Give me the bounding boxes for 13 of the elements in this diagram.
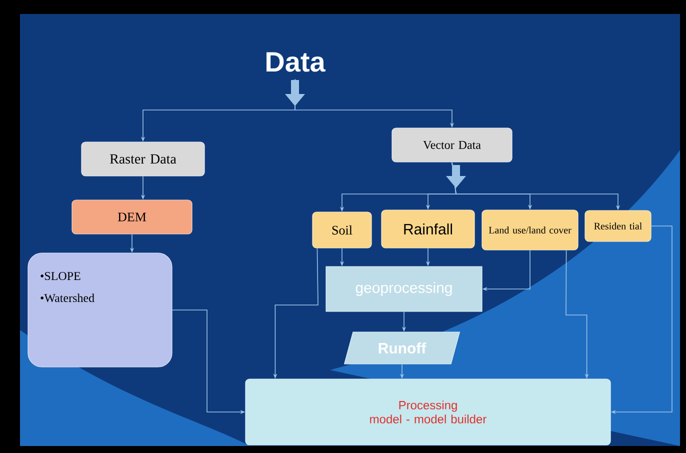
- process-box: Raster Data: [81, 142, 205, 176]
- input-box: Residen tial: [584, 210, 652, 242]
- list-box: •SLOPE •Watershed: [28, 252, 172, 368]
- block-arrow: [446, 165, 466, 188]
- title-text: Data: [266, 52, 326, 72]
- process-box: geoprocessing: [326, 266, 482, 312]
- input-box: Land use/land cover: [482, 210, 578, 250]
- input-box: Soil: [312, 212, 372, 248]
- input-box: Rainfall: [381, 210, 475, 248]
- output-box: Processing model - model builder: [245, 378, 611, 446]
- process-box: Vector Data: [392, 128, 512, 162]
- process-box: DEM: [72, 200, 192, 234]
- block-arrow: [285, 80, 305, 106]
